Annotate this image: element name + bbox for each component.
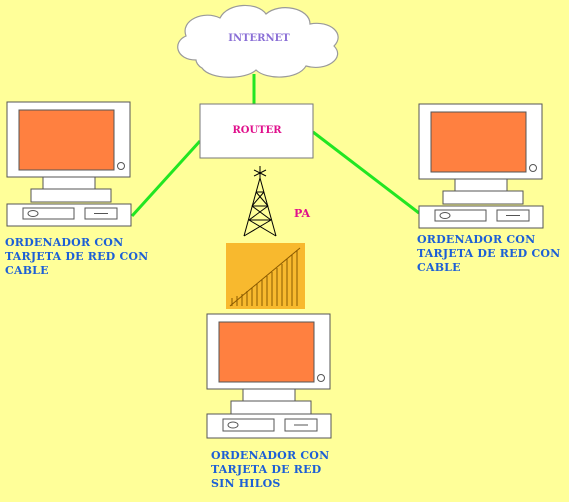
internet-label: INTERNET bbox=[228, 33, 290, 44]
left-computer-label-line-1: ORDENADOR CON bbox=[5, 236, 124, 249]
left-computer-label-line-2: TARJETA DE RED CON bbox=[5, 250, 149, 263]
bottom-computer-label-line-3: SIN HILOS bbox=[211, 477, 281, 490]
right-computer-label-line-2: TARJETA DE RED CON bbox=[417, 247, 561, 260]
computer-bottom bbox=[206, 313, 332, 439]
computer-right bbox=[418, 103, 544, 229]
right-computer-label-line-3: CABLE bbox=[417, 261, 461, 274]
bottom-computer-label: ORDENADOR CON TARJETA DE RED SIN HILOS bbox=[211, 449, 329, 491]
wireless-signal-icon bbox=[226, 243, 305, 309]
computer-left bbox=[6, 101, 132, 227]
internet-cloud: INTERNET bbox=[177, 4, 339, 78]
router: ROUTER bbox=[199, 103, 314, 159]
right-computer-label-line-1: ORDENADOR CON bbox=[417, 233, 536, 246]
router-label: ROUTER bbox=[232, 125, 282, 136]
bottom-computer-label-line-2: TARJETA DE RED bbox=[211, 463, 322, 476]
cable-router-left-pc bbox=[130, 139, 202, 218]
left-computer-label: ORDENADOR CON TARJETA DE RED CON CABLE bbox=[5, 236, 148, 278]
cable-router-right-pc bbox=[312, 130, 420, 215]
access-point-label: PA bbox=[294, 207, 310, 220]
bottom-computer-label-line-1: ORDENADOR CON bbox=[211, 449, 330, 462]
antenna-tower-icon bbox=[243, 166, 277, 237]
right-computer-label: ORDENADOR CON TARJETA DE RED CON CABLE bbox=[417, 233, 560, 275]
left-computer-label-line-3: CABLE bbox=[5, 264, 49, 277]
